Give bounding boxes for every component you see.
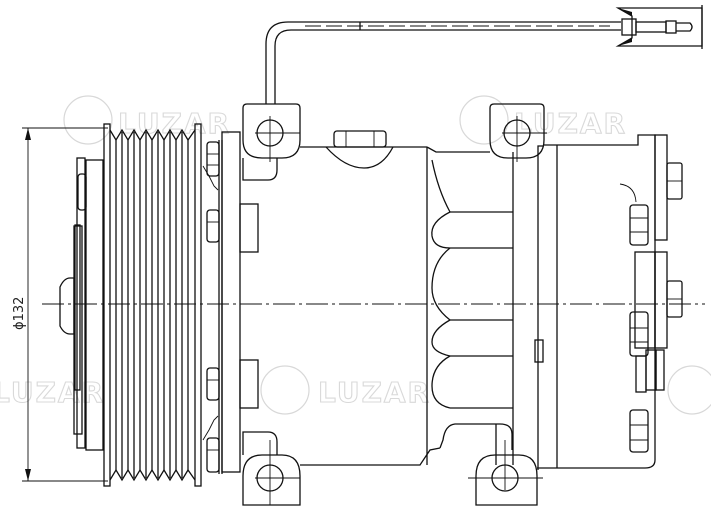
mount-ear-top-right: [489, 103, 547, 162]
watermark-luzar-right-edge: [667, 365, 711, 415]
dimension-label: ϕ132: [12, 297, 27, 330]
clutch-hub: [50, 157, 104, 451]
front-bolts: [202, 140, 223, 474]
mount-ear-bottom-left: [242, 431, 301, 506]
pulley: [103, 123, 202, 487]
compressor-body: [300, 130, 441, 466]
watermark-luzar-left-edge: LUZAR: [0, 375, 105, 409]
cylinder-section: [426, 146, 514, 465]
watermark-luzar-center: LUZAR: [260, 365, 431, 415]
watermark-luzar-top-left: LUZAR: [63, 95, 231, 145]
svg-text:LUZAR: LUZAR: [118, 107, 231, 140]
wire-connector: [615, 5, 703, 49]
electrical-wire: [265, 21, 621, 104]
watermark-luzar-top-right: LUZAR: [459, 95, 627, 145]
diameter-dimension: ϕ132: [12, 127, 108, 482]
front-housing: [221, 131, 259, 473]
svg-text:LUZAR: LUZAR: [318, 376, 431, 409]
svg-text:LUZAR: LUZAR: [0, 376, 105, 409]
rear-head: [629, 134, 683, 453]
svg-text:LUZAR: LUZAR: [514, 107, 627, 140]
mount-ear-bottom-right: [468, 440, 543, 506]
rear-housing: [534, 134, 656, 470]
mount-ear-top-left: [242, 103, 301, 181]
